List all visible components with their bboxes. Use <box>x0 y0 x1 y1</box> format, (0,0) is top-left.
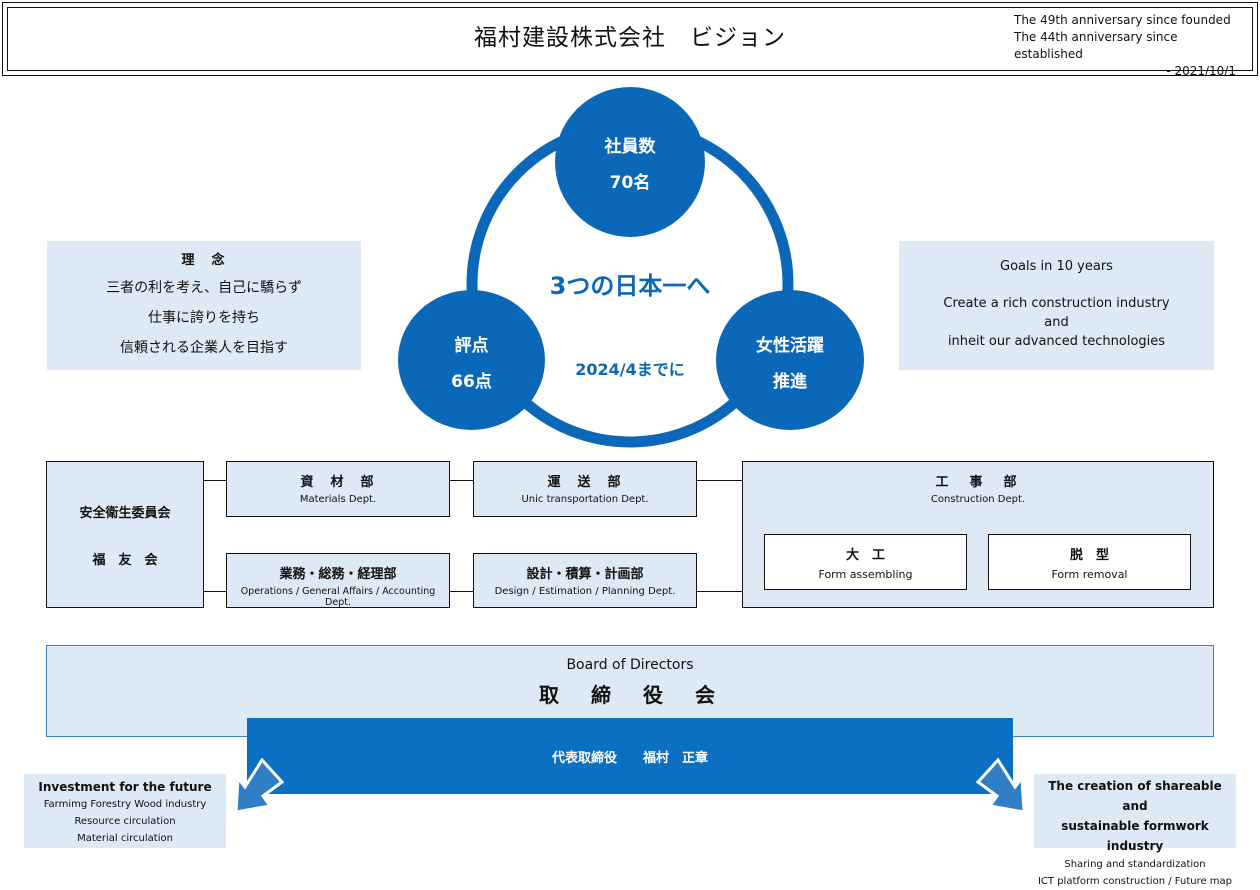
design-dept-jp: 設計・積算・計画部 <box>526 567 644 582</box>
connector-line <box>697 591 742 592</box>
future-investment-heading: Investment for the future <box>38 780 212 794</box>
operations-dept-jp: 業務・総務・経理部 <box>279 567 397 582</box>
committee-fukuyu: 福 友 会 <box>92 553 158 568</box>
connector-line <box>450 591 473 592</box>
anniversary-date: - 2021/10/1 <box>1166 64 1236 78</box>
future-investment-line: Farmimg Forestry Wood industry <box>43 799 207 810</box>
board-of-directors-box: Board of Directors 取 締 役 会 <box>46 645 1214 737</box>
future-arrows <box>234 757 1026 814</box>
future-sharing-heading: sustainable formwork industry <box>1061 819 1209 853</box>
carpentry-jp: 大 工 <box>845 548 885 563</box>
operations-dept-box: 業務・総務・経理部 Operations / General Affairs /… <box>226 553 450 608</box>
design-dept-en: Design / Estimation / Planning Dept. <box>494 586 676 597</box>
transport-dept-jp: 運 送 部 <box>547 475 623 490</box>
vision-deadline: 2024/4までに <box>575 360 685 379</box>
connector-line <box>450 480 473 481</box>
future-sharing-box: The creation of shareable and sustainabl… <box>1034 774 1236 887</box>
score-value: 66点 <box>451 372 492 392</box>
anniversary-founded: The 49th anniversary since founded <box>1014 13 1231 27</box>
future-investment-box: Investment for the future Farmimg Forest… <box>24 774 226 848</box>
board-jp: 取 締 役 会 <box>539 683 721 707</box>
anniversary-established: The 44th anniversary since established <box>1014 30 1178 61</box>
women-value: 推進 <box>773 372 807 392</box>
connector-line <box>204 591 226 592</box>
connector-line <box>204 480 226 481</box>
ceo-name: 代表取締役 福村 正章 <box>551 751 708 766</box>
connector-line <box>697 480 742 481</box>
construction-dept-en: Construction Dept. <box>930 494 1026 505</box>
women-label: 女性活躍 <box>756 336 824 356</box>
goals-heading: Goals in 10 years <box>1000 259 1113 274</box>
carpentry-box: 大 工 Form assembling <box>764 534 967 590</box>
design-dept-box: 設計・積算・計画部 Design / Estimation / Planning… <box>473 553 697 608</box>
transport-dept-en: Unic transportation Dept. <box>521 494 649 505</box>
anniversary-info: The 49th anniversary since founded The 4… <box>1000 12 1236 80</box>
left-arrow-icon <box>234 757 285 814</box>
philosophy-heading: 理 念 <box>181 253 227 268</box>
ceo-banner: 代表取締役 福村 正章 <box>247 718 1013 794</box>
score-label: 評点 <box>454 336 489 356</box>
construction-dept-jp: 工 事 部 <box>935 475 1021 490</box>
philosophy-panel: 理 念 三者の利を考え、自己に驕らず 仕事に誇りを持ち 信頼される企業人を目指す <box>47 241 361 370</box>
page-title: 福村建設株式会社 ビジョン <box>474 25 786 51</box>
future-sharing-line: Sharing and standardization <box>1064 859 1206 870</box>
form-removal-jp: 脱 型 <box>1069 548 1109 563</box>
future-sharing-heading: The creation of shareable and <box>1048 779 1222 813</box>
vision-center-title: 3つの日本一へ <box>549 272 711 300</box>
header-frame <box>2 2 1258 76</box>
committee-safety: 安全衛生委員会 <box>79 506 171 521</box>
future-investment-line: Material circulation <box>77 833 173 844</box>
goals-line: inheit our advanced technologies <box>947 334 1166 349</box>
goals-panel: Goals in 10 years Create a rich construc… <box>899 241 1214 370</box>
carpentry-en: Form assembling <box>818 568 913 581</box>
goals-line: and <box>1044 315 1069 330</box>
operations-dept-en: Operations / General Affairs / Accountin… <box>240 586 436 608</box>
form-removal-en: Form removal <box>1051 568 1128 581</box>
materials-dept-box: 資 材 部 Materials Dept. <box>226 461 450 517</box>
board-en: Board of Directors <box>566 657 694 673</box>
form-removal-box: 脱 型 Form removal <box>988 534 1191 590</box>
goals-line: Create a rich construction industry <box>943 296 1170 311</box>
future-sharing-line: ICT platform construction / Future map <box>1037 876 1233 887</box>
transport-dept-box: 運 送 部 Unic transportation Dept. <box>473 461 697 517</box>
philosophy-line: 仕事に誇りを持ち <box>148 310 260 326</box>
employees-label: 社員数 <box>604 137 656 157</box>
philosophy-line: 三者の利を考え、自己に驕らず <box>106 280 302 296</box>
score-circle: 評点 66点 <box>398 290 545 430</box>
future-investment-line: Resource circulation <box>74 816 176 827</box>
committee-box: 安全衛生委員会 福 友 会 <box>46 461 204 608</box>
philosophy-line: 信頼される企業人を目指す <box>120 340 288 356</box>
right-arrow-icon <box>975 757 1026 814</box>
employees-value: 70名 <box>609 173 651 193</box>
women-circle: 女性活躍 推進 <box>716 290 864 430</box>
materials-dept-jp: 資 材 部 <box>300 475 376 490</box>
employees-circle: 社員数 70名 <box>555 87 705 237</box>
materials-dept-en: Materials Dept. <box>299 494 377 505</box>
